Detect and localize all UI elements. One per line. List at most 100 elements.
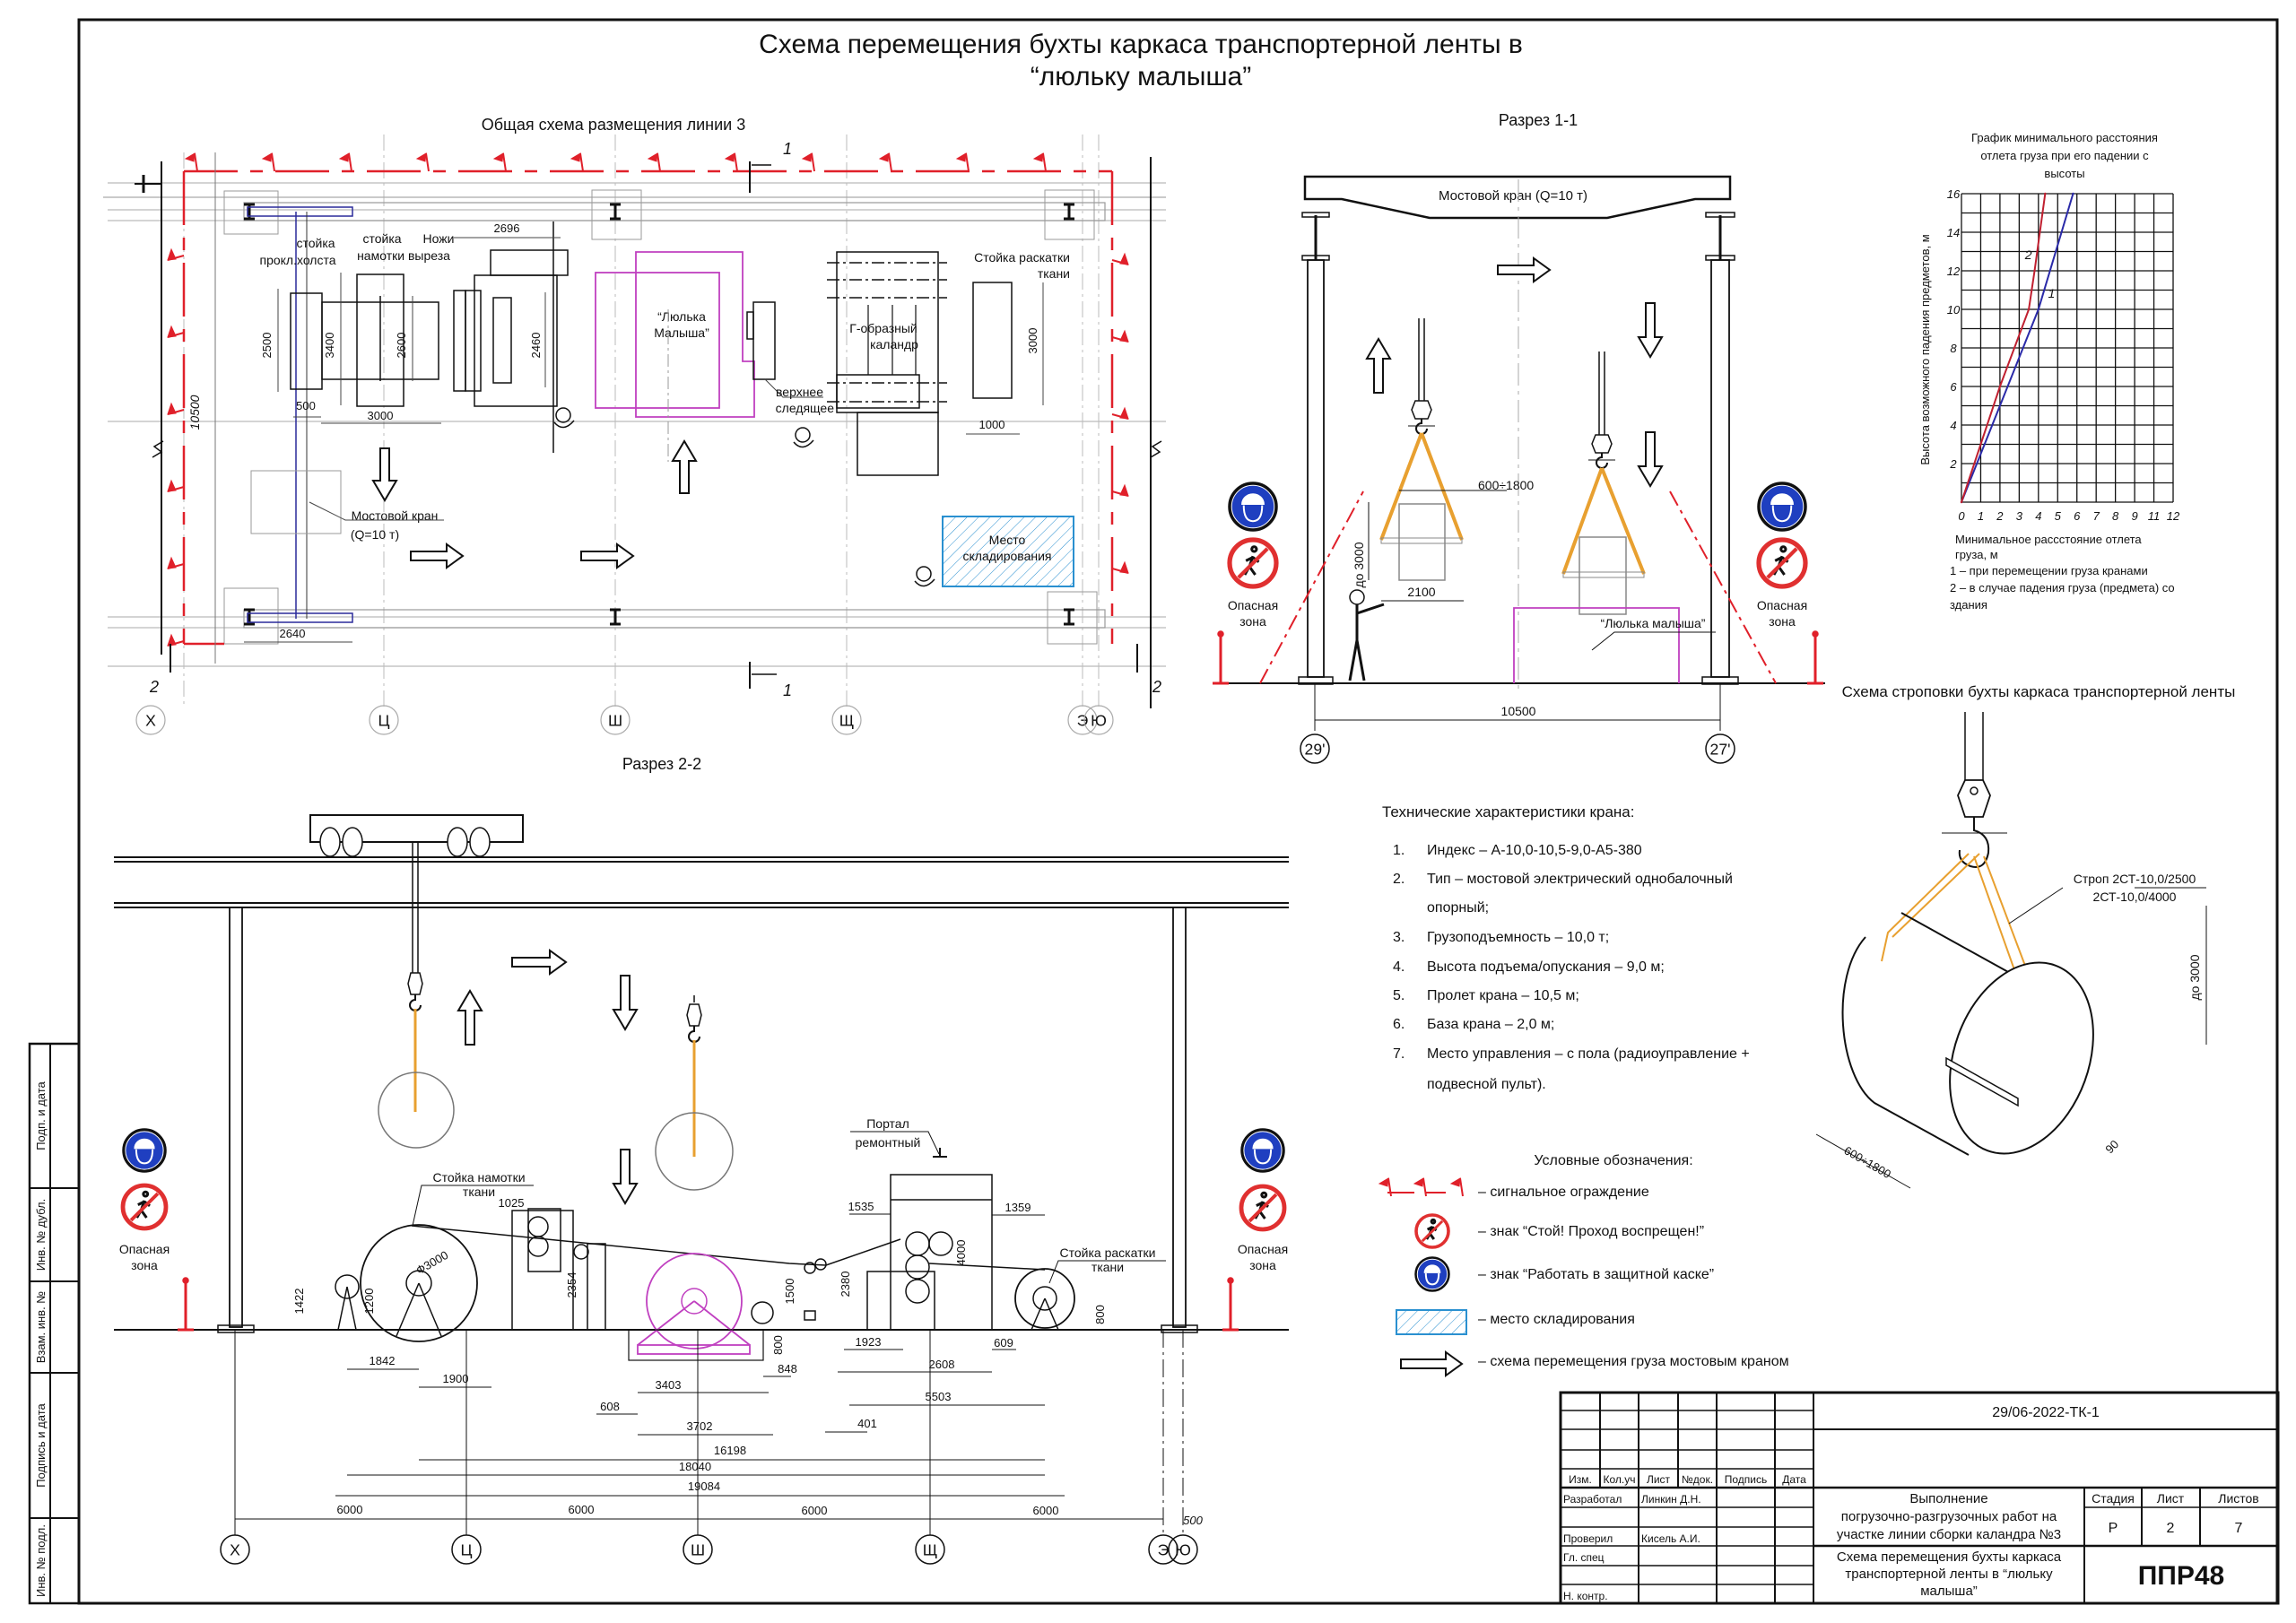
dimension-label: 3000	[368, 409, 394, 422]
fence-flag-pole	[1422, 1177, 1427, 1197]
section-mark-label: 1	[783, 681, 792, 699]
move-right-arrow-icon	[580, 542, 635, 569]
title-block-header: Подпись	[1725, 1473, 1768, 1486]
move-up-arrow-icon	[671, 439, 698, 494]
baby-cradle-outline	[595, 272, 720, 409]
trolley-wheel-icon	[469, 827, 491, 857]
face-outline	[1242, 505, 1264, 523]
canvas-stand-label: прокл.холста	[259, 253, 335, 267]
legend-label: – знак “Работать в защитной каске”	[1478, 1267, 1714, 1282]
crane-runway-bottom	[243, 609, 1106, 629]
traverse-bar	[1945, 1056, 2019, 1107]
brand-logo: ППР48	[2138, 1561, 2225, 1591]
axis-label: Х	[230, 1541, 240, 1559]
chart-series-label: 2	[2024, 247, 2032, 262]
fence-flag-pole	[1387, 1177, 1392, 1197]
fence-flag-icon	[261, 152, 273, 162]
leader-line	[2008, 887, 2064, 924]
crane-hook-icon	[409, 994, 422, 1011]
storage-label: складирования	[963, 549, 1052, 563]
calender-lower-part	[836, 374, 920, 409]
portal-label: Портал	[866, 1116, 909, 1131]
section-mark-label: 1	[783, 140, 792, 158]
unwind-stand-label: ткани	[1038, 266, 1070, 281]
calender-frame	[890, 1174, 993, 1331]
danger-zone-label: Опасная	[1238, 1242, 1288, 1256]
fence-flag-pole	[271, 152, 275, 172]
dimension-label: 2640	[280, 627, 306, 640]
dimension-label: 5503	[926, 1390, 952, 1403]
title-block-role: Н. контр.	[1563, 1590, 1608, 1602]
calender-feed-frame	[866, 1271, 935, 1331]
sling-spec-label: 2СТ-10,0/4000	[2093, 890, 2177, 904]
helmet-shape	[1252, 1138, 1274, 1150]
i-beam-column-icon	[610, 608, 621, 626]
spec-text: Высота подъема/опускания – 9,0 м;	[1427, 959, 1665, 975]
dimension-label: 6000	[337, 1503, 363, 1516]
coil-body-outline	[1900, 912, 2019, 978]
worker-figure-icon	[916, 566, 932, 582]
sheet-title: Схема перемещения бухты каркаса	[1837, 1549, 2062, 1565]
leader-line	[1591, 631, 1716, 651]
fence-flag-pole	[502, 152, 507, 172]
move-right-arrow-icon	[1400, 1350, 1464, 1377]
chart-x-tick-label: 4	[2035, 509, 2041, 523]
roll-stand	[337, 1286, 357, 1331]
upper-tracker-label: следящее	[776, 401, 835, 415]
dimension-label: 3403	[656, 1378, 682, 1392]
trolley-wheel-icon	[447, 827, 468, 857]
no-entry-sign-icon	[1414, 1213, 1450, 1249]
sling-icon	[1881, 853, 2055, 1050]
dimension-label: 3702	[687, 1419, 713, 1433]
dimension-label: 1500	[783, 1279, 796, 1305]
fence-flag-icon	[167, 402, 177, 415]
stage-value: Р	[2109, 1521, 2118, 1536]
spec-text: База крана – 2,0 м;	[1427, 1017, 1554, 1032]
section-mark-label: 2	[149, 678, 159, 696]
dimension-label: 1900	[443, 1372, 469, 1385]
axis-marker	[369, 705, 399, 735]
no-entry-sign-icon	[120, 1183, 169, 1231]
danger-zone-label: Опасная	[119, 1242, 170, 1256]
section-1-1-title: Разрез 1-1	[1499, 111, 1578, 129]
column-footing	[1047, 591, 1098, 645]
baby-cradle-outline	[635, 251, 755, 418]
sheets-value: 7	[2235, 1521, 2243, 1536]
coil-front-face	[1949, 961, 2094, 1155]
break-line	[152, 440, 164, 458]
worker-figure-icon	[795, 427, 811, 443]
signal-post-top	[182, 1277, 189, 1284]
axis-marker	[451, 1534, 482, 1565]
no-entry-slash	[1237, 547, 1269, 579]
dimension-label: до 3000	[1352, 542, 1366, 587]
fence-flag-pole	[579, 152, 584, 172]
dimension-label: 401	[857, 1417, 877, 1430]
spec-number: 6.	[1393, 1017, 1405, 1032]
chart-point	[2044, 192, 2047, 195]
legend-label: – знак “Стой! Проход воспрещен!”	[1478, 1224, 1704, 1239]
spec-number: 1.	[1393, 843, 1405, 858]
move-down-arrow-icon	[1637, 431, 1664, 488]
column-footing	[223, 587, 279, 645]
dimension-label: 1000	[979, 418, 1005, 431]
fence-flag-icon	[167, 633, 177, 647]
cradle-base	[637, 1344, 751, 1355]
chart-x-tick-label: 3	[2016, 509, 2023, 523]
chart-y-tick-label: 8	[1950, 342, 1957, 355]
axis-label: Ш	[691, 1541, 705, 1559]
axis-marker	[220, 1534, 250, 1565]
drawing-title-line1: Схема перемещения бухты каркаса транспор…	[759, 30, 1523, 59]
chart-y-tick-label: 6	[1950, 380, 1957, 394]
spec-text: Грузоподъемность – 10,0 т;	[1427, 930, 1609, 945]
dimension-label: 2354	[565, 1272, 578, 1298]
axis-label: 29'	[1305, 741, 1326, 759]
chart-x-axis-label: груза, м	[1955, 548, 1998, 561]
chart-y-tick-label: 16	[1947, 187, 1961, 201]
guide-roll	[751, 1301, 774, 1324]
storage-label: Место	[989, 533, 1026, 547]
guide-roll	[814, 1258, 827, 1271]
suspended-coil	[655, 1112, 734, 1191]
leader-line	[850, 1131, 940, 1155]
chart-y-tick-label: 2	[1949, 457, 1957, 471]
